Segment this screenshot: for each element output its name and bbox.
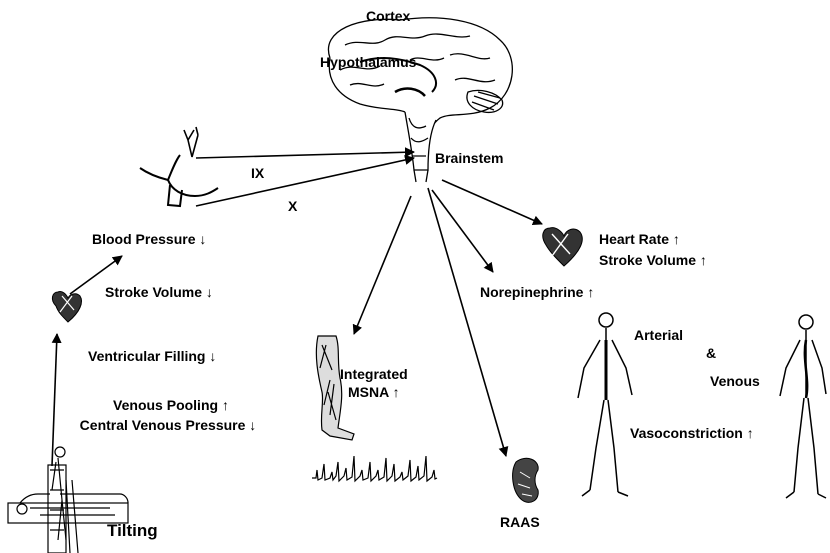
stroke-volume-decrease-label: Stroke Volume ↓ — [105, 284, 213, 301]
nerve-ix-label: IX — [251, 165, 264, 182]
carotid-receptor-sketch — [184, 127, 198, 157]
vasoconstriction-label: Vasoconstriction ↑ — [630, 425, 754, 442]
heart-rate-label: Heart Rate ↑ — [599, 231, 680, 248]
arrow-brainstem-to-raas — [428, 188, 506, 456]
raas-label: RAAS — [500, 514, 540, 531]
venous-pooling-label: Venous Pooling ↑ — [63, 397, 279, 414]
ampersand-label: & — [706, 345, 716, 362]
arrow-brainstem-to-msna — [354, 196, 411, 334]
arterial-body-illustration — [578, 313, 632, 496]
heart-right-illustration — [543, 228, 582, 266]
msna-neurogram-trace — [312, 456, 437, 481]
kidney-illustration — [513, 458, 539, 502]
arrow-brainstem-to-heart — [442, 180, 542, 224]
arrow-ix-to-brainstem — [196, 152, 414, 158]
venous-label: Venous — [710, 373, 760, 390]
aortic-receptor-sketch — [140, 155, 218, 206]
arrow-x-to-brainstem — [196, 158, 414, 206]
arrow-tilting-to-heart — [52, 334, 57, 466]
nerve-x-label: X — [288, 198, 297, 215]
brainstem-label: Brainstem — [435, 150, 503, 167]
cortex-label: Cortex — [366, 8, 410, 25]
venous-body-illustration — [780, 315, 826, 498]
integrated-label: Integrated — [340, 366, 408, 383]
tilting-label: Tilting — [107, 521, 158, 541]
blood-pressure-label: Blood Pressure ↓ — [92, 231, 206, 248]
norepinephrine-label: Norepinephrine ↑ — [480, 284, 594, 301]
central-venous-pressure-label: Central Venous Pressure ↓ — [57, 417, 279, 434]
heart-left-illustration — [52, 291, 81, 322]
arterial-label: Arterial — [634, 327, 683, 344]
msna-label: MSNA ↑ — [348, 384, 400, 401]
hypothalamus-label: Hypothalamus — [320, 54, 416, 71]
stroke-volume-increase-label: Stroke Volume ↑ — [599, 252, 707, 269]
ventricular-filling-label: Ventricular Filling ↓ — [88, 348, 216, 365]
